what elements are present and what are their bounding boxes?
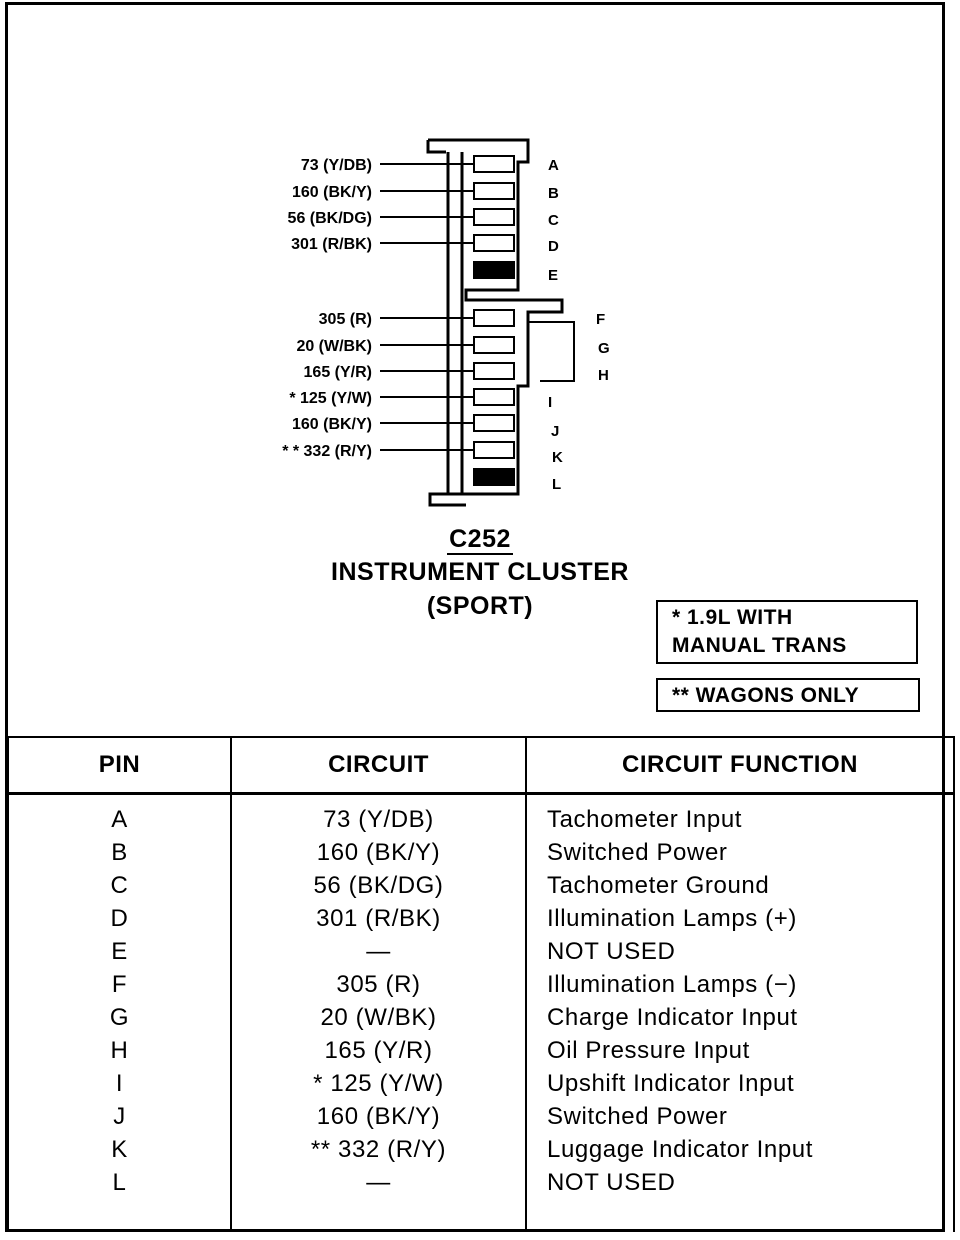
pin-cavity [473,362,515,380]
wire-label: 160 (BK/Y) [292,184,372,201]
function-cell: Illumination Lamps (−) [547,971,797,998]
circuit-cell: — [366,1169,391,1196]
table-header-row: PIN CIRCUIT CIRCUIT FUNCTION [7,736,955,795]
pin-letter: I [548,394,552,411]
function-cell: NOT USED [547,1169,676,1196]
pin-letter: D [548,238,559,255]
pin-cavity [473,182,515,200]
pin-cavity [473,309,515,327]
wire-label: * * 332 (R/Y) [282,443,372,460]
pin-cell: H [110,1037,129,1064]
wire-label: 165 (Y/R) [304,364,372,381]
wire-label: 305 (R) [319,311,372,328]
pin-cavity [473,261,515,279]
pin-cell: K [111,1136,128,1163]
connector-subtitle: (SPORT) [426,592,534,620]
wire-label: 56 (BK/DG) [288,210,372,227]
note-line: * 1.9L WITH [672,606,793,629]
circuit-cell: — [366,938,391,965]
pin-cavity [473,336,515,354]
wire-label: 73 (Y/DB) [301,157,372,174]
function-cell: Tachometer Ground [547,872,770,899]
header-circuit: CIRCUIT [230,736,527,795]
wire-label: 160 (BK/Y) [292,416,372,433]
header-pin: PIN [7,736,232,795]
fgh-bracket [528,321,575,382]
circuit-cell: 301 (R/BK) [316,905,441,932]
pin-letter: E [548,267,558,284]
connector-diagram: 73 (Y/DB) 160 (BK/Y) 56 (BK/DG) 301 (R/BK) 3… [282,138,610,507]
pin-cell: D [110,905,129,932]
pin-cell: E [111,938,128,965]
header-function: CIRCUIT FUNCTION [525,736,955,795]
wire-group: 73 (Y/DB) 160 (BK/Y) 56 (BK/DG) 301 (R/BK) 3… [282,157,474,460]
pin-cavity [473,208,515,226]
pin-letter: H [598,367,609,384]
wire-label: 20 (W/BK) [296,338,372,355]
pin-letter: B [548,185,559,202]
pin-cavity [473,234,515,252]
circuit-cell: 20 (W/BK) [320,1004,437,1031]
pin-letter: C [548,212,559,229]
note-wagons-only: ** WAGONS ONLY [656,678,920,712]
wire-label: 301 (R/BK) [291,236,372,253]
pin-letter: J [551,423,559,440]
pin-cell: A [111,806,128,833]
note-line: MANUAL TRANS [672,634,847,657]
circuit-cell: 165 (Y/R) [324,1037,433,1064]
connector-id: C252 [447,525,513,555]
pin-letter: L [552,476,561,493]
function-cell: Charge Indicator Input [547,1004,798,1031]
connector-outline [428,138,564,507]
pin-letter: K [552,449,563,466]
pin-cell: J [113,1103,126,1130]
circuit-cell: 160 (BK/Y) [316,1103,441,1130]
function-cell: Oil Pressure Input [547,1037,750,1064]
circuit-cell: ** 332 (R/Y) [310,1136,447,1163]
function-cell: NOT USED [547,938,676,965]
pin-cavity [473,155,515,173]
note-manual-trans: * 1.9L WITH MANUAL TRANS [656,600,918,664]
circuit-cell: * 125 (Y/W) [313,1070,444,1097]
pin-cell: L [112,1169,127,1196]
pin-cell: B [111,839,128,866]
pin-cell: G [109,1004,130,1031]
function-cell: Illumination Lamps (+) [547,905,797,932]
function-cell: Luggage Indicator Input [547,1136,813,1163]
pin-cell: I [115,1070,124,1097]
circuit-cell: 73 (Y/DB) [323,806,434,833]
pin-cavity [473,468,515,486]
pin-cavity [473,441,515,459]
function-cell: Switched Power [547,1103,728,1130]
pin-cavity [473,414,515,432]
pin-letter: A [548,157,559,174]
function-cell: Tachometer Input [547,806,743,833]
circuit-column: 73 (Y/DB) 160 (BK/Y) 56 (BK/DG) 301 (R/BK) —… [230,793,527,1232]
function-cell: Upshift Indicator Input [547,1070,795,1097]
circuit-cell: 160 (BK/Y) [316,839,441,866]
circuit-cell: 56 (BK/DG) [313,872,444,899]
wire-label: * 125 (Y/W) [289,390,372,407]
function-cell: Switched Power [547,839,728,866]
connector-name: INSTRUMENT CLUSTER [331,558,629,586]
pin-cell: F [111,971,128,998]
pin-cell: C [110,872,129,899]
pin-letter: G [598,340,610,357]
pin-letter: F [596,311,605,328]
connector-outline-top [426,140,446,154]
pin-cavity [473,388,515,406]
circuit-cell: 305 (R) [336,971,421,998]
note-line: ** WAGONS ONLY [672,684,860,707]
